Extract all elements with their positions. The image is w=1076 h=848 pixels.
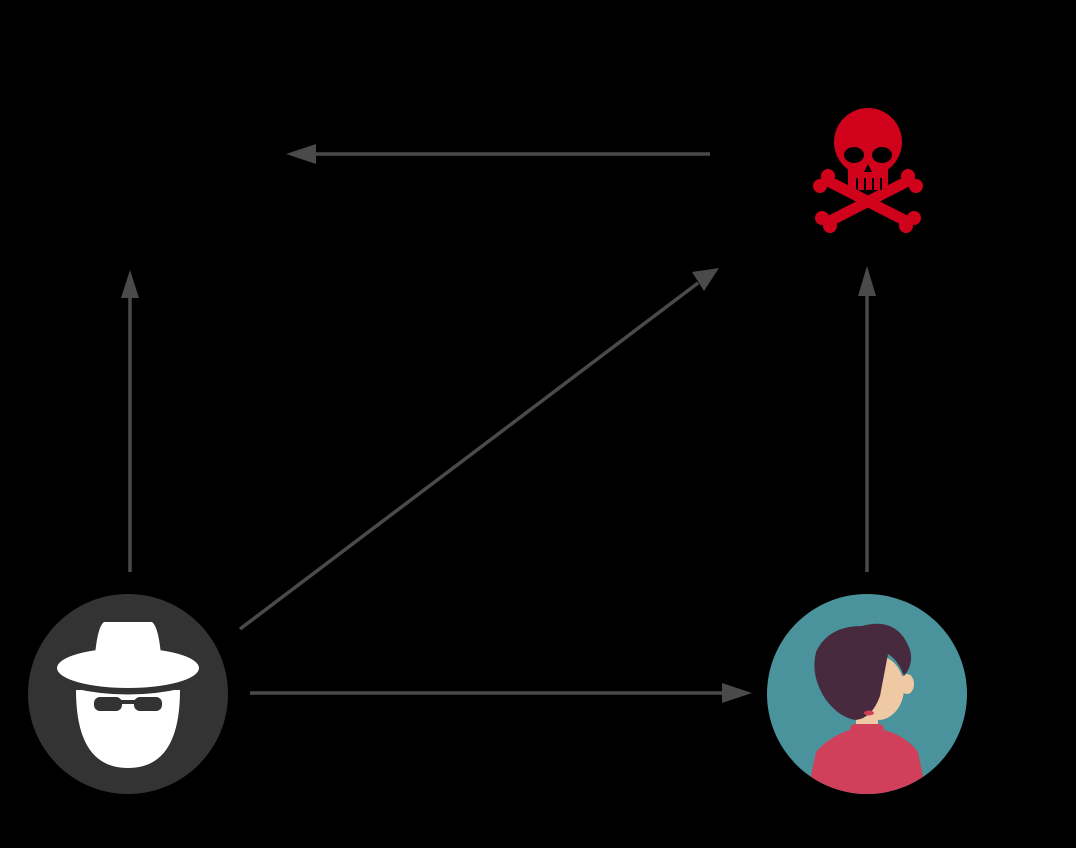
skull-crossbones-icon	[813, 108, 923, 233]
attacker-node	[28, 594, 228, 794]
edge-attacker-to-victim	[250, 683, 752, 703]
edge-malware-to-target	[286, 144, 710, 164]
malware-node	[813, 108, 923, 233]
edge-attacker-to-malware	[238, 268, 719, 631]
edge-victim-to-malware	[858, 266, 876, 572]
spy-hat-icon	[57, 622, 199, 768]
victim-node	[767, 594, 967, 794]
woman-avatar-icon	[806, 623, 928, 794]
edge-attacker-to-target	[121, 270, 139, 572]
